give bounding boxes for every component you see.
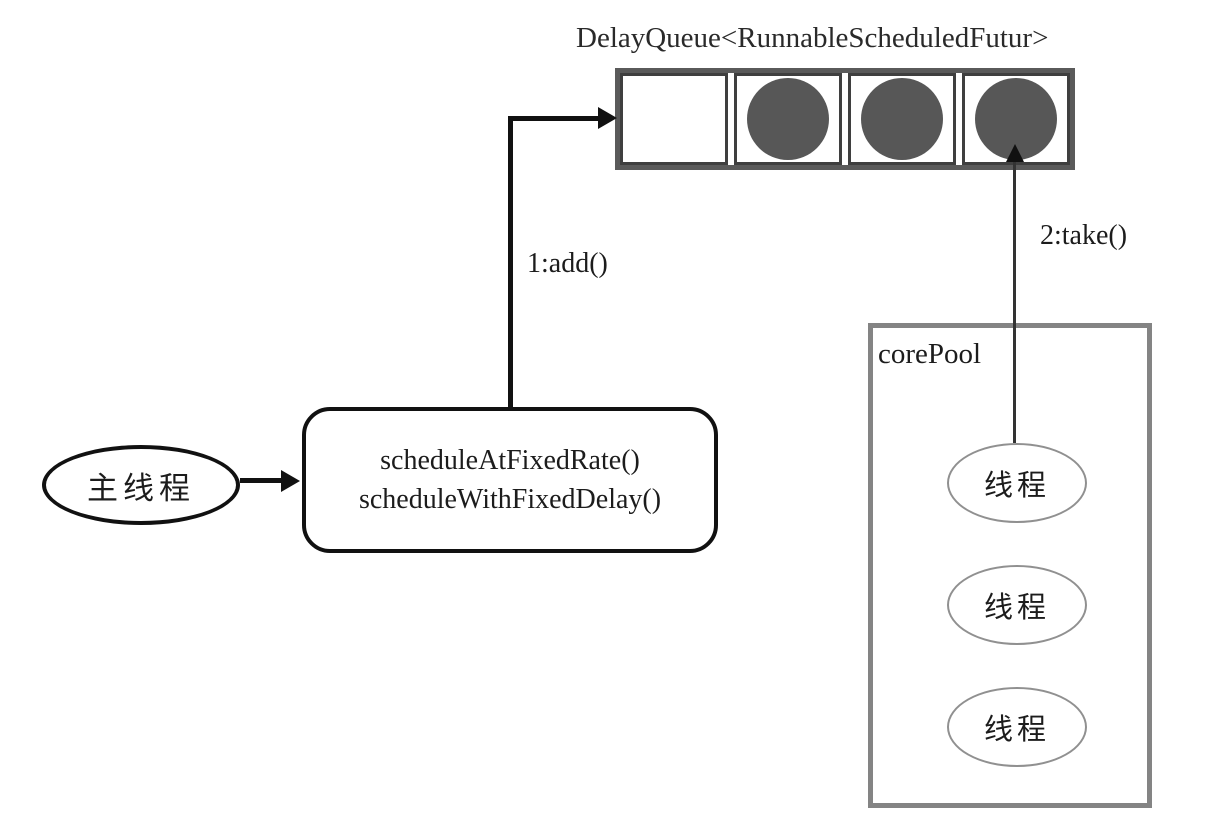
thread-ellipse: 线程 [947, 443, 1087, 523]
add-arrow-label: 1:add() [527, 248, 608, 279]
add-arrowhead-icon [598, 107, 617, 129]
core-pool-label: corePool [878, 338, 982, 370]
core-pool-threads: 线程线程线程 [947, 443, 1087, 767]
thread-ellipse: 线程 [947, 565, 1087, 645]
main-thread-arrowhead-icon [281, 470, 300, 492]
queue-cell [734, 73, 842, 165]
task-circle [747, 78, 829, 160]
queue-cell [848, 73, 956, 165]
take-arrow-label: 2:take() [1040, 220, 1128, 251]
take-arrowhead-icon [1006, 144, 1024, 162]
add-arrow-horizontal-line [508, 116, 600, 121]
scheduler-methods-box: scheduleAtFixedRate() scheduleWithFixedD… [302, 407, 718, 553]
thread-ellipse: 线程 [947, 687, 1087, 767]
schedule-at-fixed-rate-label: scheduleAtFixedRate() [380, 444, 640, 476]
queue-cell [620, 73, 728, 165]
main-thread-ellipse: 主线程 [42, 445, 240, 525]
delay-queue [615, 68, 1075, 170]
take-arrow-line [1013, 150, 1016, 443]
schedule-with-fixed-delay-label: scheduleWithFixedDelay() [358, 483, 662, 515]
delay-queue-title: DelayQueue<RunnableScheduledFutur> [576, 22, 1049, 54]
add-arrow-vertical-line [508, 116, 513, 409]
task-circle [861, 78, 943, 160]
main-thread-arrow-line [240, 478, 284, 483]
main-thread-label: 主线程 [87, 470, 195, 506]
